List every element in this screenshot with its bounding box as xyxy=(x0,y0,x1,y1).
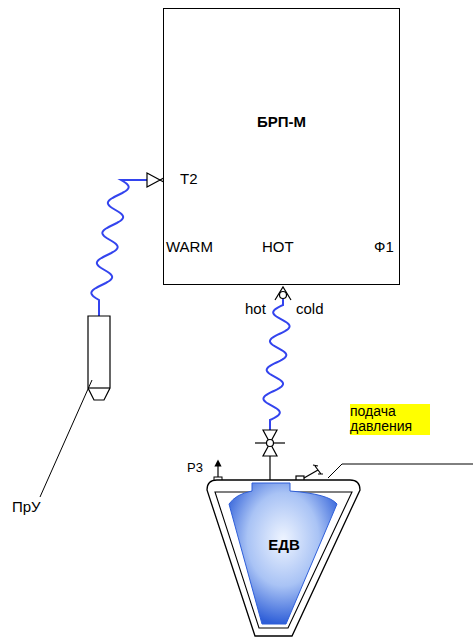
probe-hose xyxy=(91,180,147,316)
valve-name: Р3 xyxy=(187,461,203,475)
relief-arrow xyxy=(217,463,218,478)
dewar-vessel: ЕДВ xyxy=(203,470,365,638)
node-title: ЕДВ xyxy=(203,536,365,553)
pressure-leader xyxy=(328,464,473,478)
node-title: БРП-М xyxy=(164,113,399,130)
port-name: WARM xyxy=(166,239,213,256)
port-name: HOT xyxy=(262,239,294,256)
dewar-hose xyxy=(263,299,289,430)
hose-end-name: cold xyxy=(296,301,324,318)
dewar-valve xyxy=(255,430,285,482)
dewar-outline xyxy=(203,470,365,638)
valve-name: T2 xyxy=(180,171,198,188)
hose-end-name: hot xyxy=(245,301,266,318)
hose-connector xyxy=(275,287,291,300)
probe xyxy=(88,316,110,400)
pressure-port xyxy=(296,465,323,481)
note-highlight: подача давления xyxy=(350,404,430,435)
port-name: Ф1 xyxy=(374,239,394,256)
part-name: ПрУ xyxy=(12,499,41,516)
probe-leader xyxy=(40,380,92,497)
